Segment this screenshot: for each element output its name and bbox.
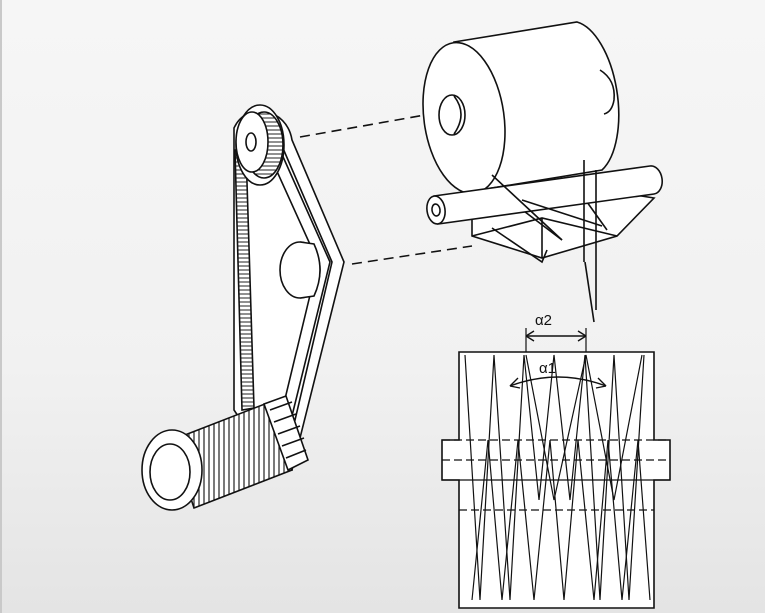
dashed-line-upper [299, 111, 443, 138]
yarn-guide-lines [491, 160, 603, 310]
guide-tray-fold [471, 187, 618, 258]
alpha2-arrows [525, 330, 587, 342]
motor-flange [262, 394, 309, 472]
traverse-shaft [433, 165, 663, 225]
yarn-feed-line [584, 261, 595, 323]
electric-motor [141, 394, 309, 511]
tray-base [491, 227, 548, 264]
motor-flange-ribs [269, 401, 307, 459]
alignment-lines [299, 111, 473, 265]
alpha2-label: α2 [535, 312, 552, 329]
winding-pattern [441, 328, 671, 609]
traverse-path-b [471, 439, 651, 601]
alpha1-arc [509, 376, 607, 387]
upper-pulley-hub [245, 132, 257, 152]
belt-drive [141, 104, 345, 511]
traverse-path-c [525, 354, 643, 501]
traverse-shaft-bore [431, 203, 441, 217]
motor-end-cap-inner [149, 443, 191, 501]
alpha1-arrow-left [509, 377, 521, 389]
alpha1-arrow-right [595, 377, 607, 389]
winding-unit [422, 21, 663, 323]
dashed-line-lower [351, 245, 473, 265]
idler-pulley-side [299, 241, 321, 299]
alpha1-label: α1 [539, 360, 556, 377]
spool-back-hub [599, 69, 616, 115]
traverse-path-a [464, 354, 645, 601]
spool-front-hub-inner [453, 95, 462, 135]
